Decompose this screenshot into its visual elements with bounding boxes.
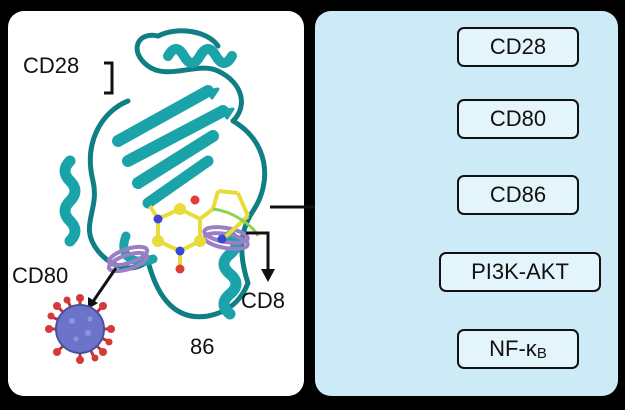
pathway-box-subscript: B — [536, 344, 547, 362]
pathway-box-cd80: CD80 — [457, 99, 579, 139]
nitrogen-atom-icon — [217, 234, 227, 244]
oxygen-atom-icon — [190, 195, 200, 205]
small-molecule-ligand-icon — [148, 189, 260, 269]
pathway-box-label: CD28 — [489, 34, 547, 59]
cd28-structure-label: CD28 — [23, 53, 80, 78]
pathway-box-cd28: CD28 — [457, 27, 579, 67]
cd80-arrow-icon — [90, 267, 118, 304]
pathway-box-label: PI3K-AKT — [471, 259, 569, 284]
nitrogen-atom-icon — [175, 246, 185, 256]
pathway-box-label: NF-κ — [489, 336, 537, 361]
structure-panel: CD28 CD80 CD8 86 — [8, 11, 304, 396]
pathway-box-pi3k-akt: PI3K-AKT — [439, 252, 601, 292]
virus-particle-icon — [45, 294, 115, 364]
pathway-box-label: CD80 — [489, 106, 547, 131]
oxygen-atom-icon — [175, 264, 185, 274]
cd8-arrow-icon — [246, 231, 270, 269]
pathway-box-cd86: CD86 — [457, 175, 579, 215]
pathway-box-label: CD86 — [489, 182, 547, 207]
nitrogen-atom-icon — [153, 214, 163, 224]
cd8-structure-label: CD8 — [241, 288, 286, 313]
cd80-structure-label: CD80 — [12, 263, 69, 288]
protein-structure-illustration — [45, 28, 275, 364]
cd28-bracket-icon — [104, 61, 114, 95]
residue-number-label: 86 — [190, 334, 215, 359]
